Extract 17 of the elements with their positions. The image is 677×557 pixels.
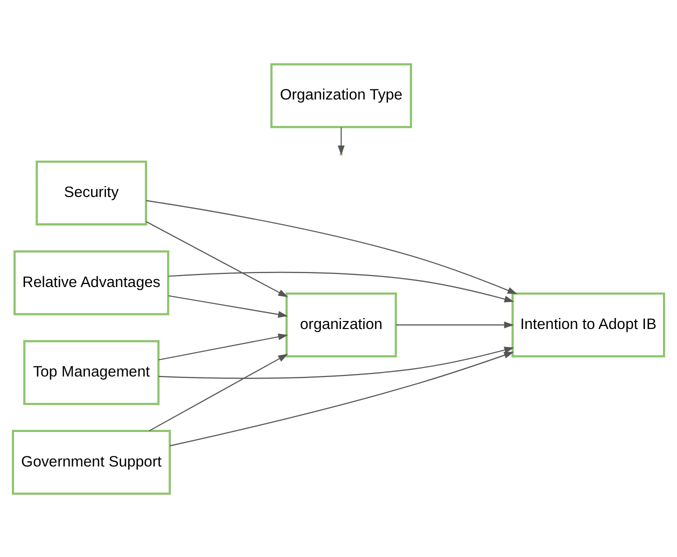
arrow: [338, 126, 345, 155]
arrow: [149, 353, 288, 431]
arrow: [146, 220, 288, 297]
node-box: Government Support: [12, 429, 171, 494]
node-box: Relative Advantages: [14, 250, 170, 315]
arrow: [158, 332, 288, 360]
arrow: [396, 321, 514, 328]
node-box: Intention to Adopt IB: [512, 292, 666, 357]
node-box: Organization Type: [270, 62, 412, 128]
arrow: [168, 294, 288, 318]
arrow: [168, 271, 514, 302]
node-box: Top Management: [23, 340, 160, 404]
arrow: [158, 346, 514, 378]
node-box: Security: [36, 160, 148, 225]
arrow: [146, 200, 518, 294]
arrow: [170, 351, 514, 446]
node-box: organization: [286, 292, 397, 357]
